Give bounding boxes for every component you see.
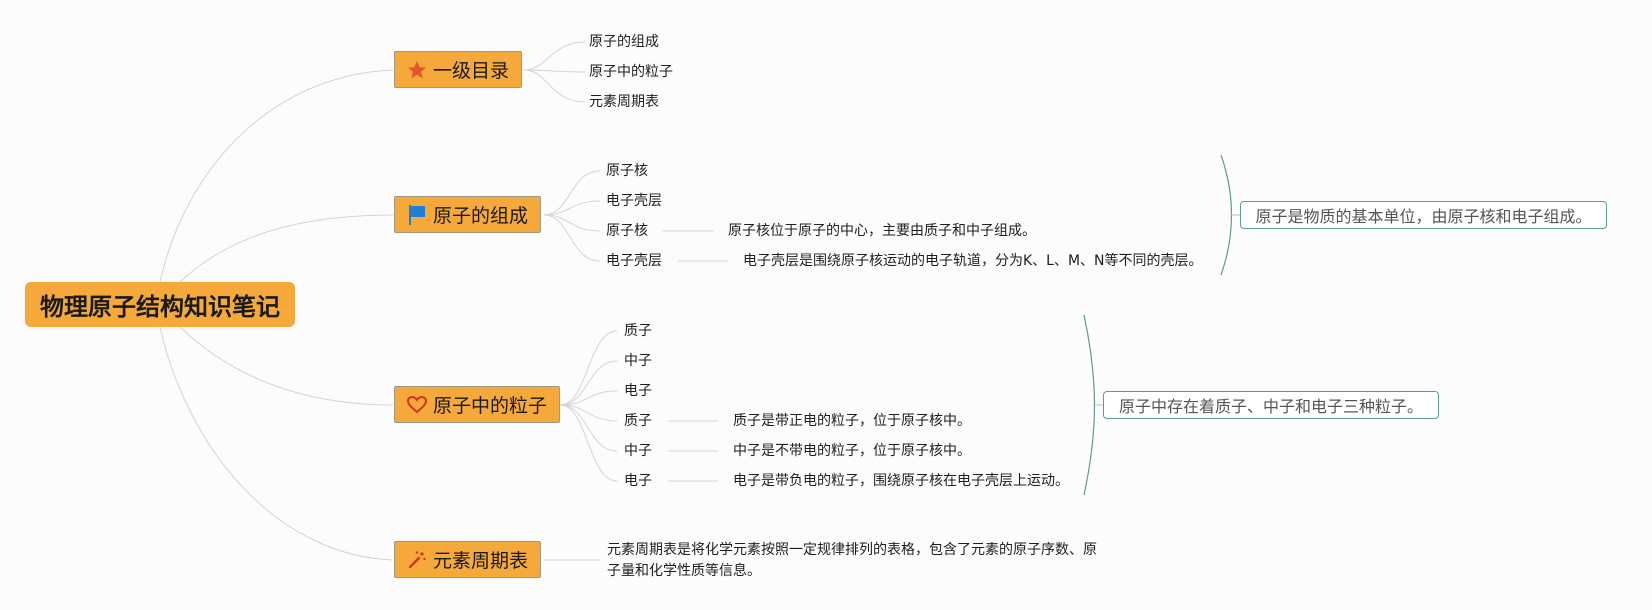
root-connector-2 xyxy=(179,214,394,283)
root-topic[interactable]: 物理原子结构知识笔记 xyxy=(25,282,295,327)
branch-atom-composition[interactable]: 原子的组成 xyxy=(394,196,542,233)
branch-label: 元素周期表 xyxy=(433,550,529,572)
root-connector-3 xyxy=(179,326,394,406)
branch-label: 原子中的粒子 xyxy=(433,395,548,417)
b3-connector-1 xyxy=(559,330,618,406)
leaf-item[interactable]: 原子的组成 xyxy=(589,34,659,50)
branch-particles-in-atom[interactable]: 原子中的粒子 xyxy=(394,386,561,423)
branch-periodic-table[interactable]: 元素周期表 xyxy=(394,541,542,578)
b3-connector-2 xyxy=(559,360,618,406)
summary-box[interactable]: 原子中存在着质子、中子和电子三种粒子。 xyxy=(1103,391,1439,419)
heart-icon xyxy=(407,395,427,414)
detail-term[interactable]: 原子核 xyxy=(606,223,648,239)
detail-text[interactable]: 电子壳层是围绕原子核运动的电子轨道，分为K、L、M、N等不同的壳层。 xyxy=(743,253,1203,269)
paragraph-text[interactable]: 元素周期表是将化学元素按照一定规律排列的表格，包含了元素的原子序数、原子量和化学… xyxy=(607,542,1097,579)
leaf-item[interactable]: 电子 xyxy=(624,383,652,399)
b3-connector-4 xyxy=(559,404,618,422)
summary-box[interactable]: 原子是物质的基本单位，由原子核和电子组成。 xyxy=(1240,201,1607,229)
branch-label: 一级目录 xyxy=(433,60,510,82)
root-connector-1 xyxy=(159,69,394,283)
b2-connector-3 xyxy=(543,214,601,232)
branch-table-of-contents[interactable]: 一级目录 xyxy=(394,51,523,88)
detail-term[interactable]: 中子 xyxy=(624,443,652,459)
leaf-item[interactable]: 原子中的粒子 xyxy=(589,64,673,80)
leaf-item[interactable]: 中子 xyxy=(624,353,652,369)
b1-connector-1 xyxy=(523,41,586,71)
b2-connector-4 xyxy=(543,214,601,262)
branch-label: 原子的组成 xyxy=(433,205,529,227)
flag-icon xyxy=(407,204,427,226)
b2-connector-1 xyxy=(543,170,601,216)
detail-term[interactable]: 电子 xyxy=(624,473,652,489)
b3-connector-6 xyxy=(559,404,618,482)
leaf-item[interactable]: 电子壳层 xyxy=(606,193,662,209)
b3-connector-3 xyxy=(559,390,618,406)
summary-text: 原子中存在着质子、中子和电子三种粒子。 xyxy=(1118,397,1423,416)
leaf-item[interactable]: 元素周期表 xyxy=(589,94,659,110)
detail-term[interactable]: 质子 xyxy=(624,413,652,429)
detail-text[interactable]: 电子是带负电的粒子，围绕原子核在电子壳层上运动。 xyxy=(733,473,1069,489)
magic-wand-icon xyxy=(407,550,427,570)
b3-connector-5 xyxy=(559,404,618,452)
summary-text: 原子是物质的基本单位，由原子核和电子组成。 xyxy=(1255,207,1592,226)
leaf-item[interactable]: 质子 xyxy=(624,323,652,339)
summary-brace-2 xyxy=(1083,314,1096,496)
b2-connector-2 xyxy=(543,200,601,216)
root-connector-4 xyxy=(159,326,394,561)
summary-brace-1 xyxy=(1220,154,1233,276)
root-topic-label: 物理原子结构知识笔记 xyxy=(40,293,280,321)
detail-text[interactable]: 质子是带正电的粒子，位于原子核中。 xyxy=(733,413,971,429)
star-icon xyxy=(407,60,427,80)
b1-connector-2 xyxy=(523,69,586,73)
b1-connector-3 xyxy=(523,69,586,103)
detail-text[interactable]: 原子核位于原子的中心，主要由质子和中子组成。 xyxy=(728,223,1036,239)
detail-text[interactable]: 中子是不带电的粒子，位于原子核中。 xyxy=(733,443,971,459)
detail-term[interactable]: 电子壳层 xyxy=(606,253,662,269)
leaf-item[interactable]: 原子核 xyxy=(606,163,648,179)
